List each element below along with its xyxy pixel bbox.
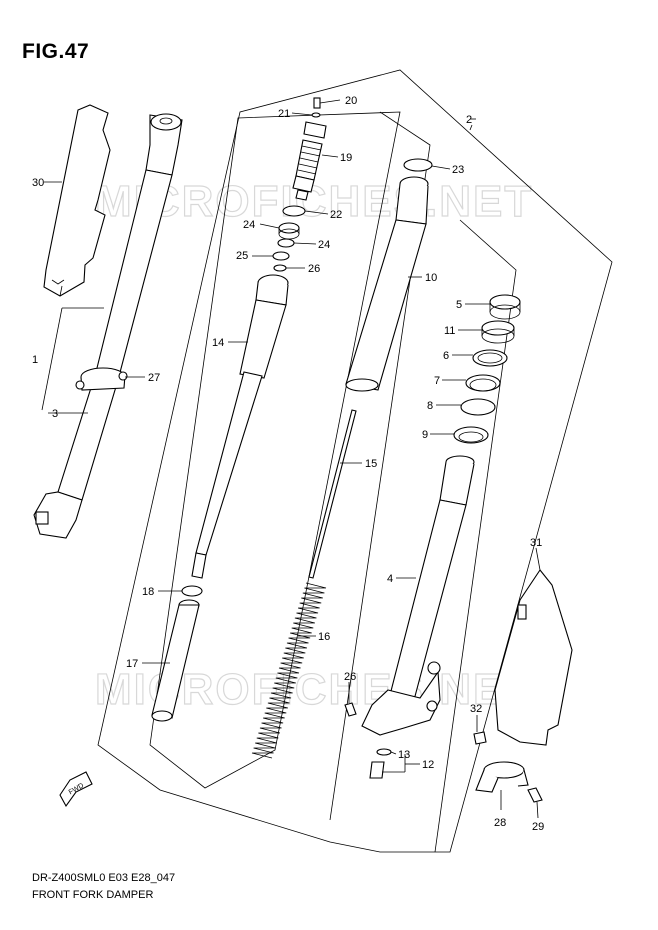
outer-tube-part-3 bbox=[33, 113, 183, 539]
callout-10: 10 bbox=[425, 272, 437, 284]
callout-21: 21 bbox=[278, 108, 290, 120]
callout-14: 14 bbox=[212, 337, 224, 349]
callout-19: 19 bbox=[340, 152, 352, 164]
callout-16: 16 bbox=[318, 631, 330, 643]
callout-24b: 24 bbox=[318, 239, 330, 251]
fork-guard-part-32 bbox=[494, 569, 573, 746]
callout-1: 1 bbox=[32, 354, 38, 366]
fork-guard-part-31 bbox=[43, 104, 111, 297]
damper-rod-part-14 bbox=[191, 274, 289, 579]
callout-28: 27 bbox=[148, 372, 160, 384]
outer-tube-part-10 bbox=[345, 158, 433, 392]
model-code: DR-Z400SML0 E03 E28_047 bbox=[32, 872, 176, 884]
callout-26: 26 bbox=[308, 263, 320, 275]
callout-13: 13 bbox=[398, 749, 410, 761]
callout-12: 12 bbox=[422, 759, 434, 771]
callout-30: 29 bbox=[532, 821, 544, 833]
cylinder-part-17 bbox=[151, 585, 203, 722]
bolt-part-30 bbox=[527, 787, 543, 803]
callout-18: 18 bbox=[142, 586, 154, 598]
fwd-arrow-icon: FWD bbox=[59, 771, 93, 808]
fork-assembly-outline bbox=[97, 69, 613, 853]
bolt-part-27 bbox=[344, 702, 357, 717]
inner-tube-part-4 bbox=[361, 455, 475, 736]
callout-11: 11 bbox=[444, 325, 455, 337]
callout-8: 8 bbox=[427, 400, 433, 412]
callout-27: 26 bbox=[344, 671, 356, 683]
damper-top-parts bbox=[272, 97, 327, 272]
inner-tube-group-outline bbox=[434, 219, 517, 853]
callout-25: 25 bbox=[236, 250, 248, 262]
rod-part-15 bbox=[308, 409, 357, 579]
callout-3: 3 bbox=[52, 408, 58, 420]
callout-23: 23 bbox=[452, 164, 464, 176]
callout-labels: 20 21 19 22 24 24 25 26 14 15 16 18 17 2… bbox=[32, 95, 544, 833]
clamp-part-28 bbox=[75, 367, 128, 391]
bushing-seal-set bbox=[453, 294, 521, 444]
callout-15: 15 bbox=[365, 458, 377, 470]
spring-part-16 bbox=[251, 582, 327, 759]
callout-17: 17 bbox=[126, 658, 138, 670]
callout-5: 5 bbox=[456, 299, 462, 311]
drain-bolt-part-12 bbox=[369, 748, 392, 779]
callout-22: 22 bbox=[330, 209, 342, 221]
callout-2: 2 bbox=[466, 114, 472, 126]
leader-lines bbox=[41, 99, 541, 819]
callout-9: 9 bbox=[422, 429, 428, 441]
callout-29: 28 bbox=[494, 817, 506, 829]
diagram-caption: FRONT FORK DAMPER bbox=[32, 889, 154, 901]
callout-24a: 24 bbox=[243, 219, 255, 231]
callout-31: 30 bbox=[32, 177, 44, 189]
callout-32: 31 bbox=[530, 537, 542, 549]
figure-title: FIG.47 bbox=[22, 40, 90, 63]
clamp-part-29 bbox=[475, 761, 529, 793]
callout-4: 4 bbox=[387, 573, 393, 585]
callout-6: 6 bbox=[443, 350, 449, 362]
callout-33: 32 bbox=[470, 703, 482, 715]
damper-group-outline bbox=[149, 111, 401, 789]
bolt-part-33 bbox=[473, 731, 487, 745]
outer-tube-group-outline bbox=[329, 111, 431, 821]
callout-20: 20 bbox=[345, 95, 357, 107]
callout-7: 7 bbox=[434, 375, 440, 387]
